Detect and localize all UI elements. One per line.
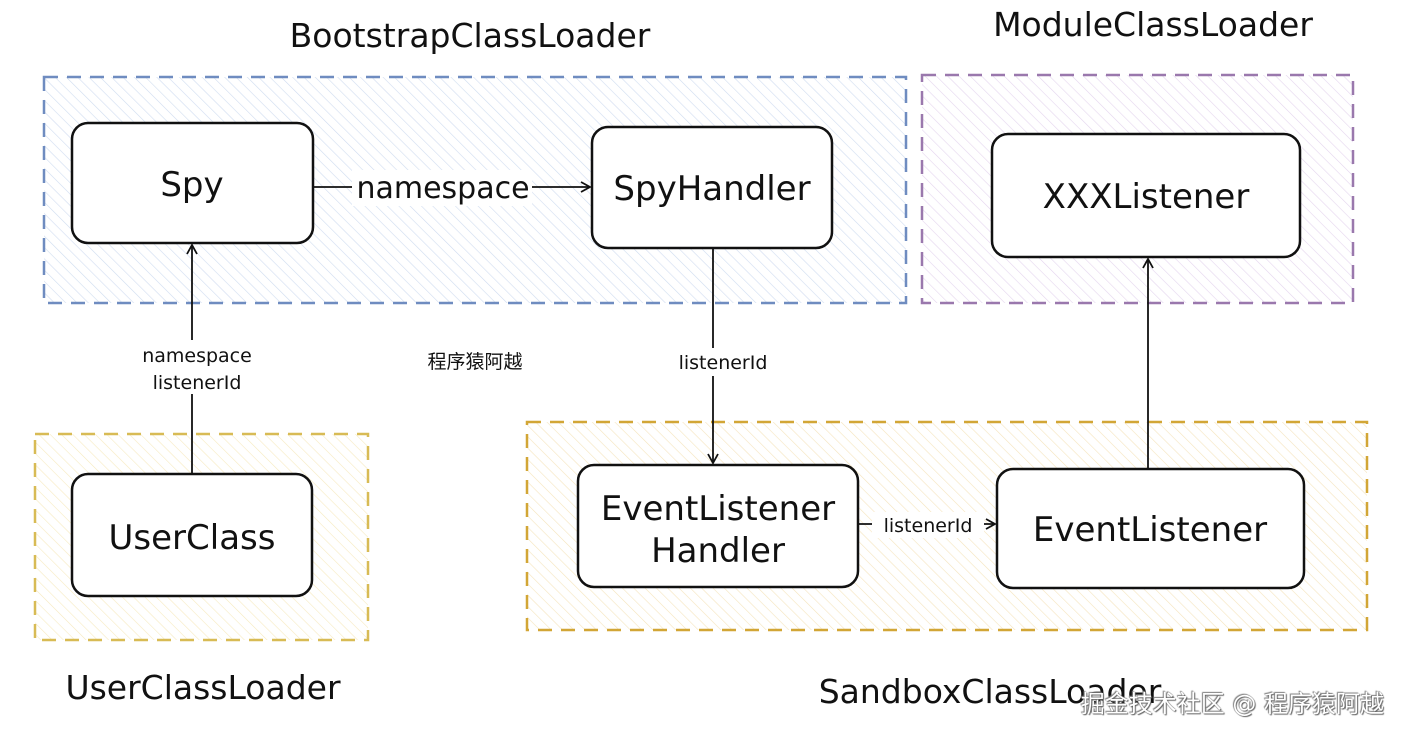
node-eventlistener: [995, 467, 1306, 590]
edge-label-namespace: namespace: [356, 171, 529, 206]
node-spy: [70, 121, 315, 245]
sandbox-classloader-label: SandboxClassLoader: [819, 672, 1162, 711]
node-userclass-label: UserClass: [109, 518, 276, 558]
node-spy-label: Spy: [160, 165, 223, 205]
node-eventlistenerhandler: [576, 463, 860, 589]
edge-label-listenerid-2: listenerId: [679, 352, 768, 374]
node-spyhandler-label: SpyHandler: [613, 169, 810, 209]
node-eventlistener-label: EventListener: [1033, 510, 1267, 550]
node-userclass: [70, 472, 314, 598]
user-classloader-label: UserClassLoader: [65, 668, 341, 707]
bootstrap-classloader-label: BootstrapClassLoader: [290, 16, 651, 55]
edge-label-namespace-2: namespace: [142, 345, 252, 367]
node-spyhandler: [590, 125, 834, 250]
node-eventlistenerhandler-label-1: EventListener: [601, 489, 835, 529]
node-xxxlistener: [990, 132, 1302, 259]
module-classloader-label: ModuleClassLoader: [993, 5, 1313, 44]
node-xxxlistener-label: XXXListener: [1043, 177, 1250, 217]
edge-label-listenerid: listenerId: [153, 372, 242, 394]
edge-label-listenerid-3: listenerId: [884, 515, 973, 537]
node-eventlistenerhandler-label-2: Handler: [651, 531, 785, 571]
author-annotation: 程序猿阿越: [427, 351, 522, 373]
watermark: 掘金技术社区 @ 程序猿阿越: [1080, 690, 1384, 718]
